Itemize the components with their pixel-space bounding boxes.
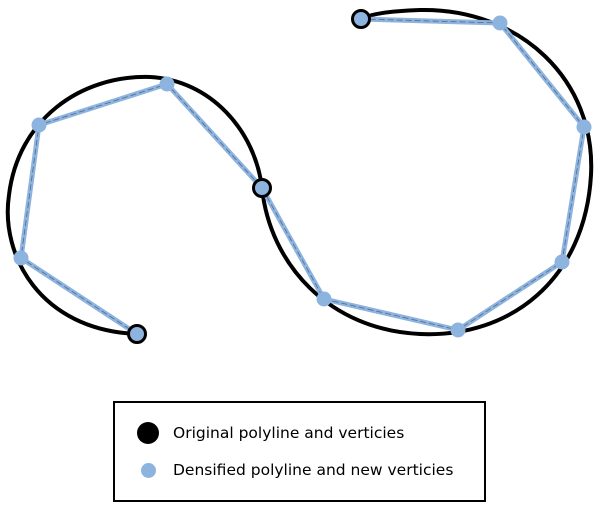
legend: Original polyline and verticies Densifie… <box>113 401 486 502</box>
original-vertex <box>351 9 371 29</box>
densified-vertices <box>13 11 592 342</box>
black-circle-icon <box>137 422 159 444</box>
legend-item-original: Original polyline and verticies <box>115 422 404 444</box>
densified-vertex <box>492 15 508 31</box>
densified-vertex <box>13 250 29 266</box>
densified-vertex <box>316 291 332 307</box>
densify-diagram <box>5 7 594 344</box>
original-vertex <box>252 178 272 198</box>
densified-polyline-centerline <box>20 18 585 335</box>
blue-circle-icon <box>141 462 156 478</box>
densified-vertex <box>450 322 466 338</box>
original-vertex <box>127 324 147 344</box>
densified-polyline <box>18 16 587 337</box>
original-vertices <box>127 9 371 344</box>
legend-item-densified: Densified polyline and new verticies <box>115 461 453 479</box>
legend-label-original: Original polyline and verticies <box>173 424 405 442</box>
densified-vertex <box>576 119 592 135</box>
legend-label-densified: Densified polyline and new verticies <box>173 461 454 479</box>
densified-vertex <box>554 254 570 270</box>
original-polyline <box>5 7 594 337</box>
densified-vertex <box>31 117 47 133</box>
densified-vertex <box>159 76 175 92</box>
